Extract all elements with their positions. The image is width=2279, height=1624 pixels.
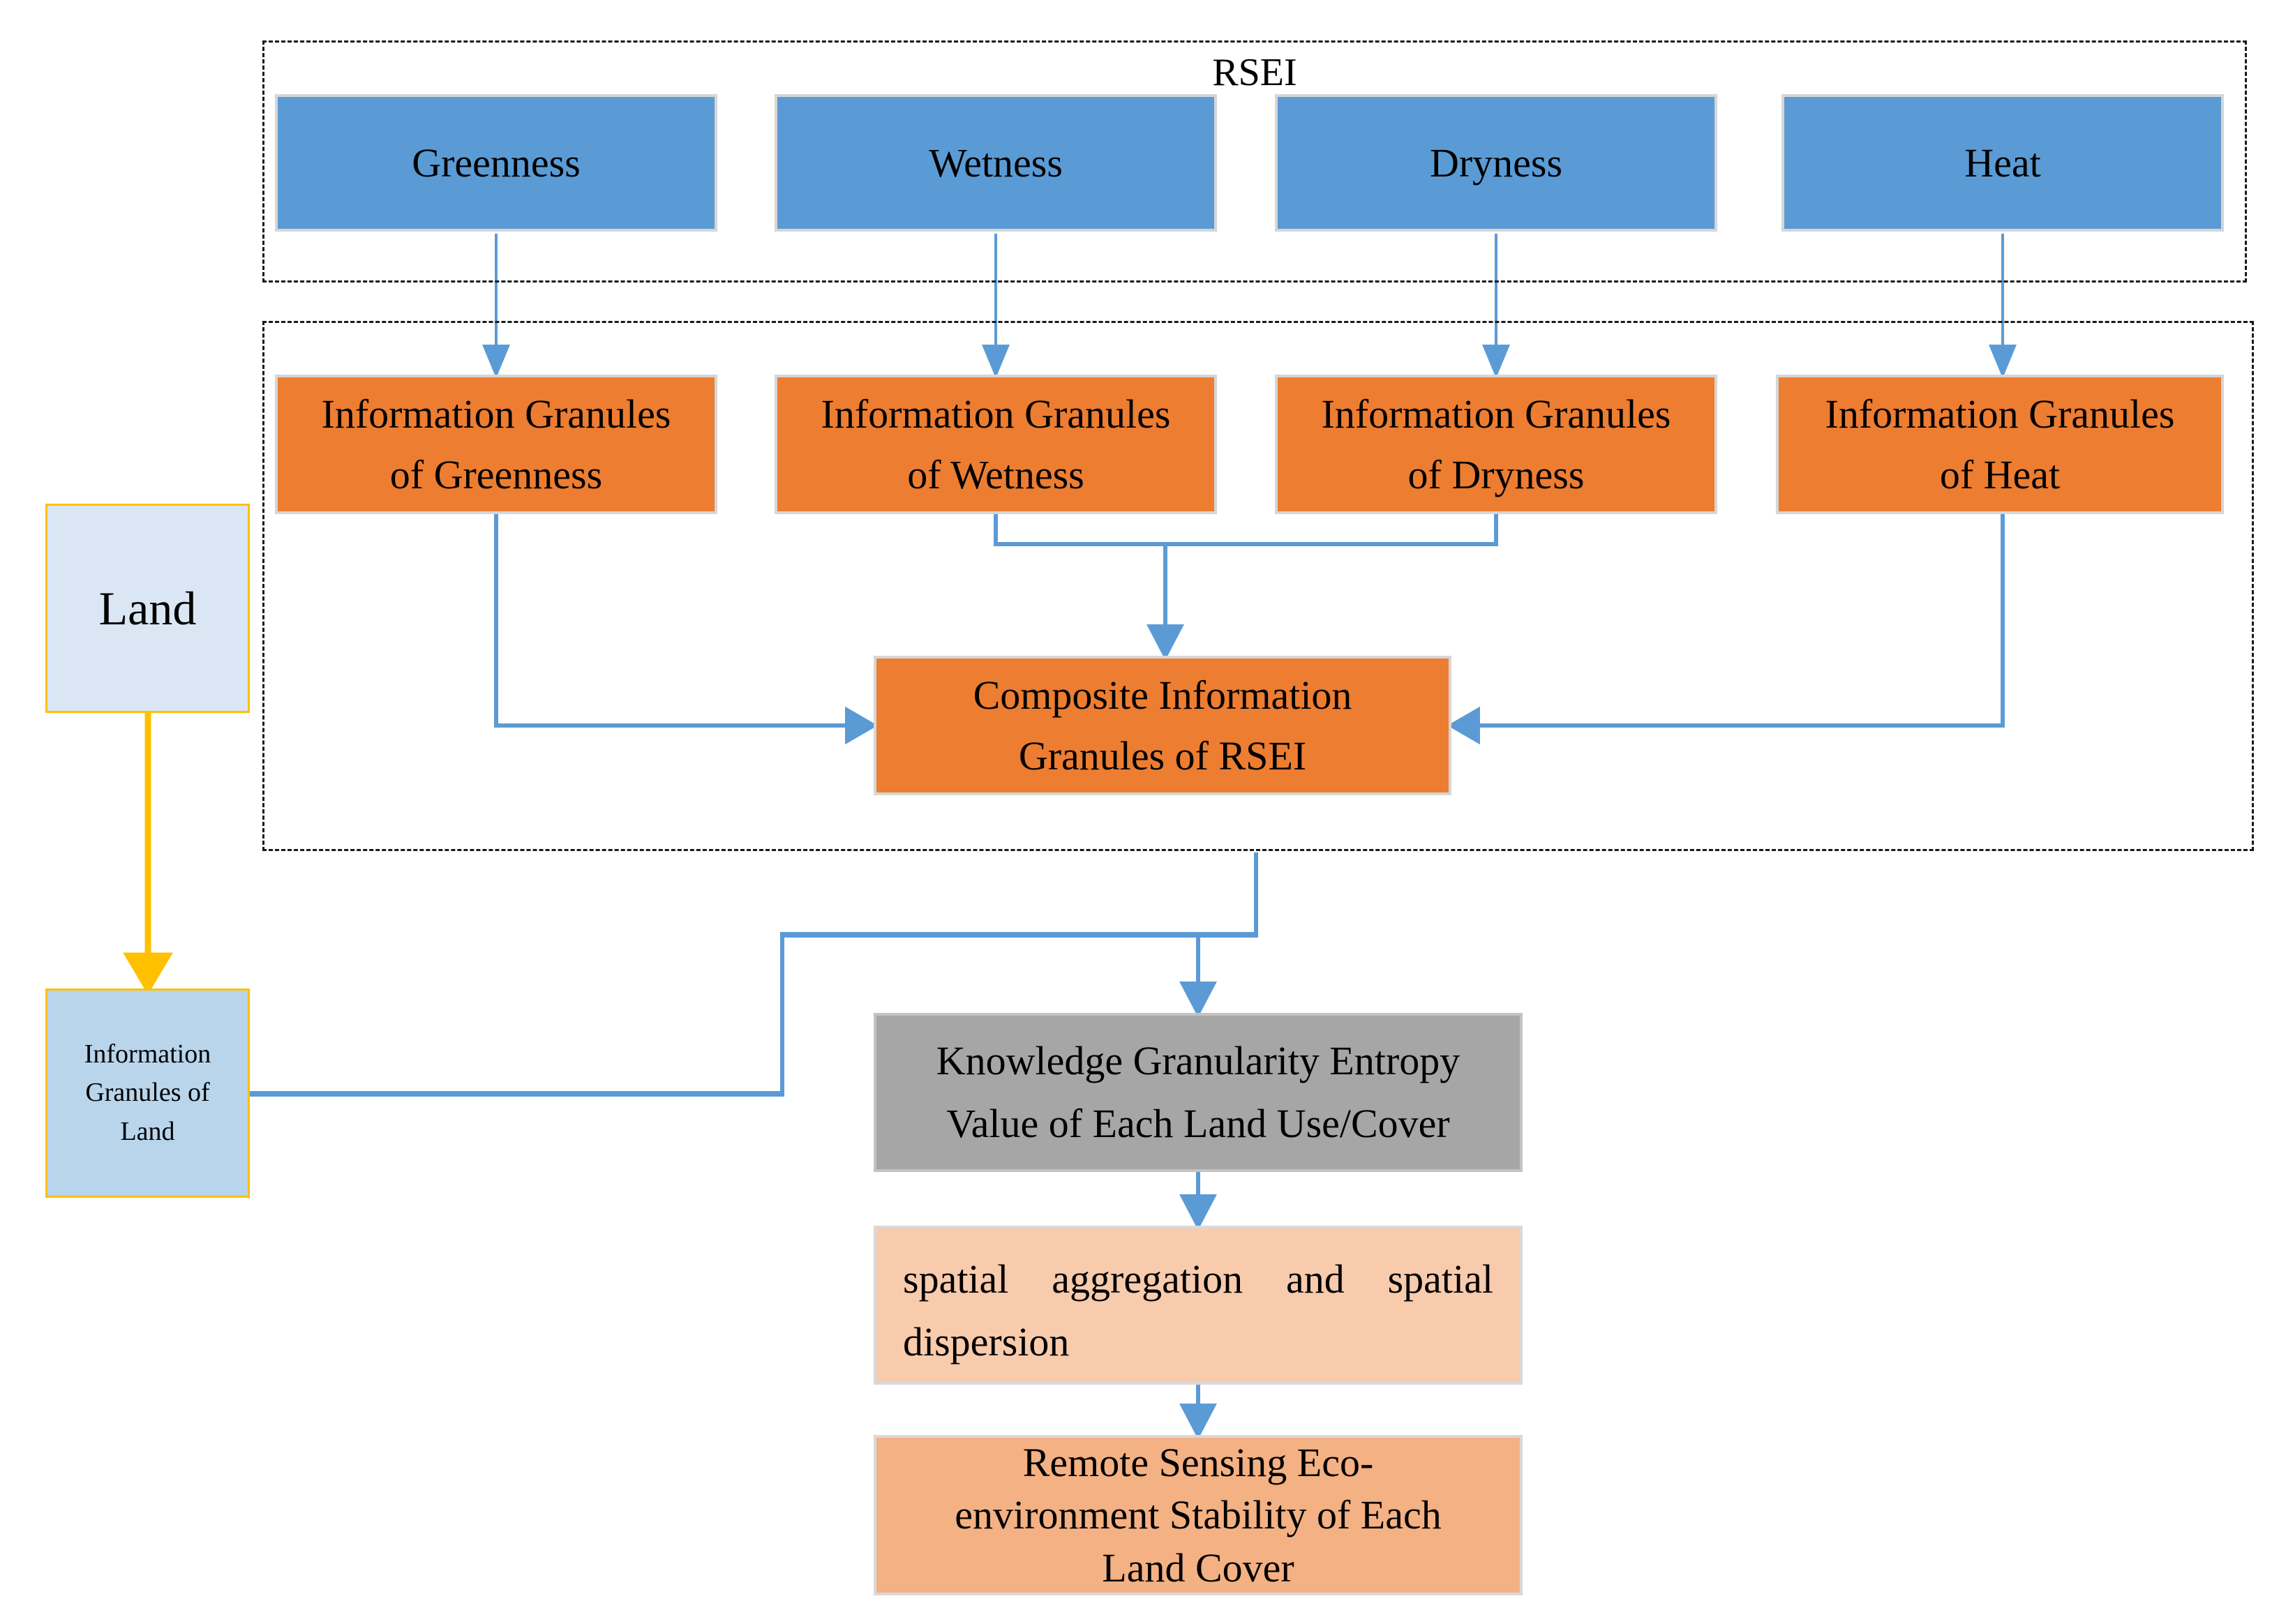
granule-box-dryness: Information Granules of Dryness (1275, 375, 1717, 514)
land-to-granules-arrow (123, 713, 173, 995)
rsei-indicator-group (262, 40, 2247, 283)
indicator-box-dryness: Dryness (1275, 94, 1717, 232)
granule-box-greenness: Information Granules of Greenness (275, 375, 717, 514)
granule-box-heat: Information Granules of Heat (1776, 375, 2224, 514)
entropy-to-spatial-arrow (1179, 1172, 1217, 1231)
land-box: Land (45, 504, 250, 713)
indicator-box-wetness: Wetness (775, 94, 1217, 232)
spatial-to-stability-arrow (1179, 1385, 1217, 1440)
indicator-box-heat: Heat (1781, 94, 2224, 232)
composite-granules-box: Composite Information Granules of RSEI (874, 656, 1451, 795)
indicator-box-greenness: Greenness (275, 94, 717, 232)
stability-box: Remote Sensing Eco- environment Stabilit… (874, 1435, 1523, 1595)
granule-box-wetness: Information Granules of Wetness (775, 375, 1217, 514)
rsei-group-label: RSEI (1212, 51, 1297, 94)
rsei-granule-group (262, 321, 2254, 851)
entropy-box: Knowledge Granularity Entropy Value of E… (874, 1013, 1523, 1172)
land-granules-box: Information Granules of Land (45, 988, 250, 1198)
spatial-box: spatial aggregation and spatial dispersi… (874, 1226, 1523, 1385)
